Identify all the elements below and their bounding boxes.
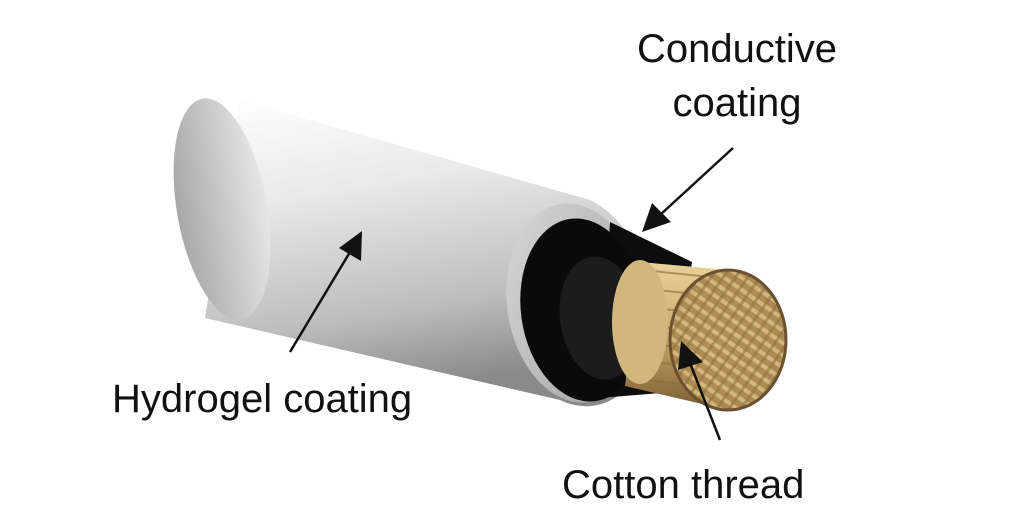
cotton-thread-core xyxy=(612,260,788,412)
hydrogel-coating-arrow xyxy=(288,231,362,353)
conductive-coating-arrow xyxy=(642,147,734,232)
conductive-coating-label-line1: Conductive xyxy=(636,27,838,71)
hydrogel-coating-label: Hydrogel coating xyxy=(112,377,413,421)
cotton-thread-arrow xyxy=(678,341,722,441)
cotton-thread-label: Cotton thread xyxy=(562,463,805,507)
conductive-coating-label: Conductive coating xyxy=(614,22,860,130)
conductive-coating-label-line2: coating xyxy=(672,81,802,125)
